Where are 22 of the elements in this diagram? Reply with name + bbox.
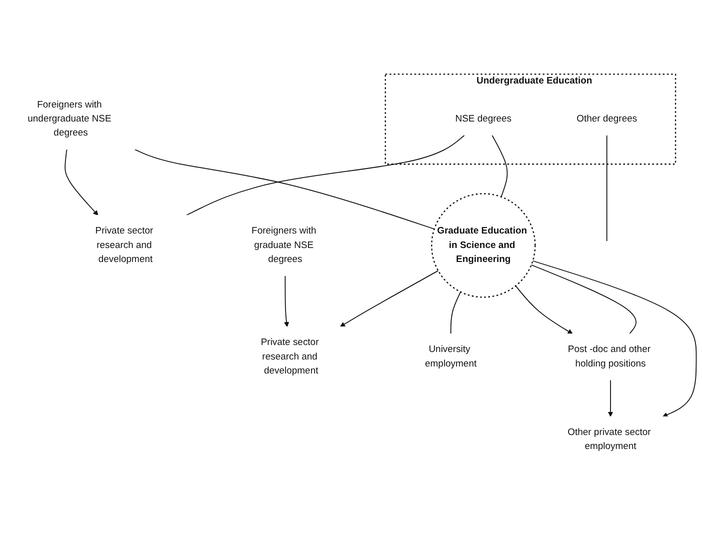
node-text: Other private sector employment xyxy=(568,427,651,452)
node-text: Foreigners with graduate NSE degrees xyxy=(252,226,316,264)
connector xyxy=(606,134,608,242)
node-text: NSE degrees xyxy=(455,114,512,124)
connector xyxy=(186,134,466,216)
node-text: Post -doc and other holding positions xyxy=(568,344,650,369)
node-text: Foreigners with undergraduate NSE degrees xyxy=(28,100,112,138)
arrow xyxy=(340,270,439,327)
node-text: Other degrees xyxy=(576,114,638,124)
arrow xyxy=(284,275,290,327)
node-circle: Graduate Education in Science and Engineering xyxy=(431,193,536,298)
connector xyxy=(492,134,508,198)
arrow xyxy=(608,380,614,417)
connector xyxy=(530,264,636,334)
arrow xyxy=(532,260,697,418)
connector xyxy=(450,291,462,334)
arrow xyxy=(64,148,98,216)
node-text: Private sector research and development xyxy=(260,337,319,376)
node-text: University employment xyxy=(425,344,477,369)
node-text: Private sector research and development xyxy=(95,226,154,264)
connector xyxy=(134,148,435,230)
arrow xyxy=(515,285,573,334)
